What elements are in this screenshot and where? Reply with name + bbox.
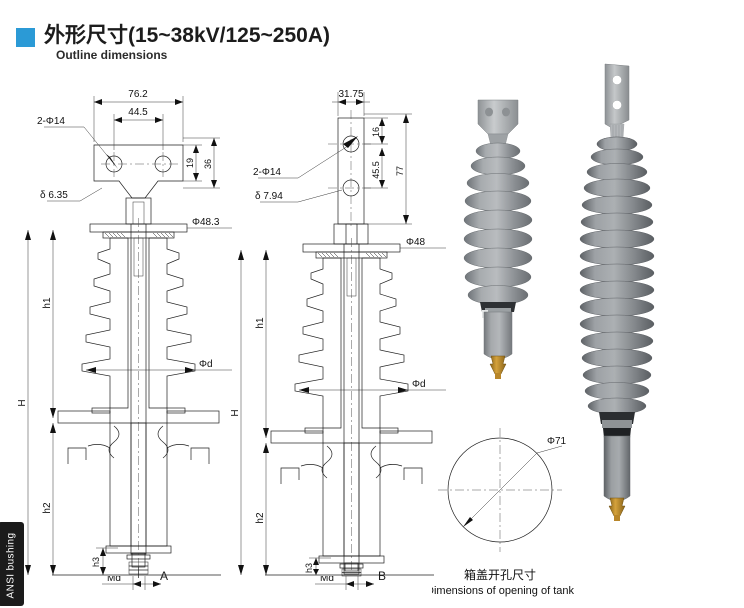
- dim-thread-b: Md: [320, 576, 334, 584]
- page-header: 外形尺寸(15~38kV/125~250A) Outline dimension…: [0, 18, 744, 68]
- drawing-b: 2-Φ14 δ 7.94 31.75 16 45.5 77 Φ48: [222, 78, 454, 578]
- bushing-short-photo: [460, 98, 570, 393]
- page-title-cn: 外形尺寸(15~38kV/125~250A): [44, 24, 330, 47]
- tank-opening-diagram: Φ71 箱盖开孔尺寸 Dimensions of opening of tank: [432, 418, 612, 606]
- dim-lower-height-a: h2: [42, 502, 53, 514]
- dim-upper-height-a: h1: [42, 297, 53, 309]
- drawing-a-footer: Md: [6, 576, 238, 606]
- drawing-b-footer: Md: [222, 576, 454, 606]
- dim-height-small-a: 19: [185, 158, 195, 168]
- dim-height-mid-b: 45.5: [371, 161, 381, 179]
- drawing-a: 2-Φ14 δ 6.35 76.2 44.5 19 36 Φ48.3: [6, 78, 238, 578]
- dim-upper-height-b: h1: [255, 317, 266, 329]
- dim-flange-dia-a: Φ48.3: [192, 217, 220, 228]
- dim-stud-height-b: h3: [304, 563, 314, 573]
- page-title-en: Outline dimensions: [56, 48, 168, 62]
- bushing-tall-photo: [572, 62, 687, 547]
- dim-lower-height-b: h2: [255, 512, 266, 524]
- dim-shed-dia-a: Φd: [199, 359, 213, 370]
- dim-hole-note-a: 2-Φ14: [37, 116, 65, 127]
- dim-width-overall-a: 76.2: [128, 89, 148, 100]
- dim-shed-dia-b: Φd: [412, 379, 426, 390]
- dim-hole-note-b: 2-Φ14: [253, 167, 281, 178]
- dim-total-height-a: H: [17, 399, 28, 406]
- dim-width-overall-b: 31.75: [338, 89, 363, 100]
- tank-opening-caption-en: Dimensions of opening of tank: [432, 585, 574, 597]
- dim-plate-thickness-b: δ 7.94: [255, 191, 283, 202]
- side-tab-ansi-bushing: ANSI bushing: [0, 522, 24, 606]
- dim-height-large-b: 77: [395, 166, 405, 176]
- dim-stud-height-a: h3: [91, 557, 101, 567]
- dim-height-large-a: 36: [203, 159, 213, 169]
- dim-height-small-b: 16: [371, 127, 381, 137]
- drawing-a-caption: A: [160, 569, 169, 583]
- bullet-square-icon: [16, 28, 35, 47]
- tank-opening-caption-cn: 箱盖开孔尺寸: [464, 567, 536, 582]
- dim-hole-spacing-a: 44.5: [128, 107, 148, 118]
- dim-tank-opening-dia: Φ71: [547, 436, 567, 447]
- drawing-b-caption: B: [378, 569, 387, 583]
- dim-flange-dia-b: Φ48: [406, 237, 426, 248]
- dim-total-height-b: H: [230, 409, 241, 416]
- dim-thread-a: Md: [107, 576, 121, 584]
- dim-plate-thickness-a: δ 6.35: [40, 190, 68, 201]
